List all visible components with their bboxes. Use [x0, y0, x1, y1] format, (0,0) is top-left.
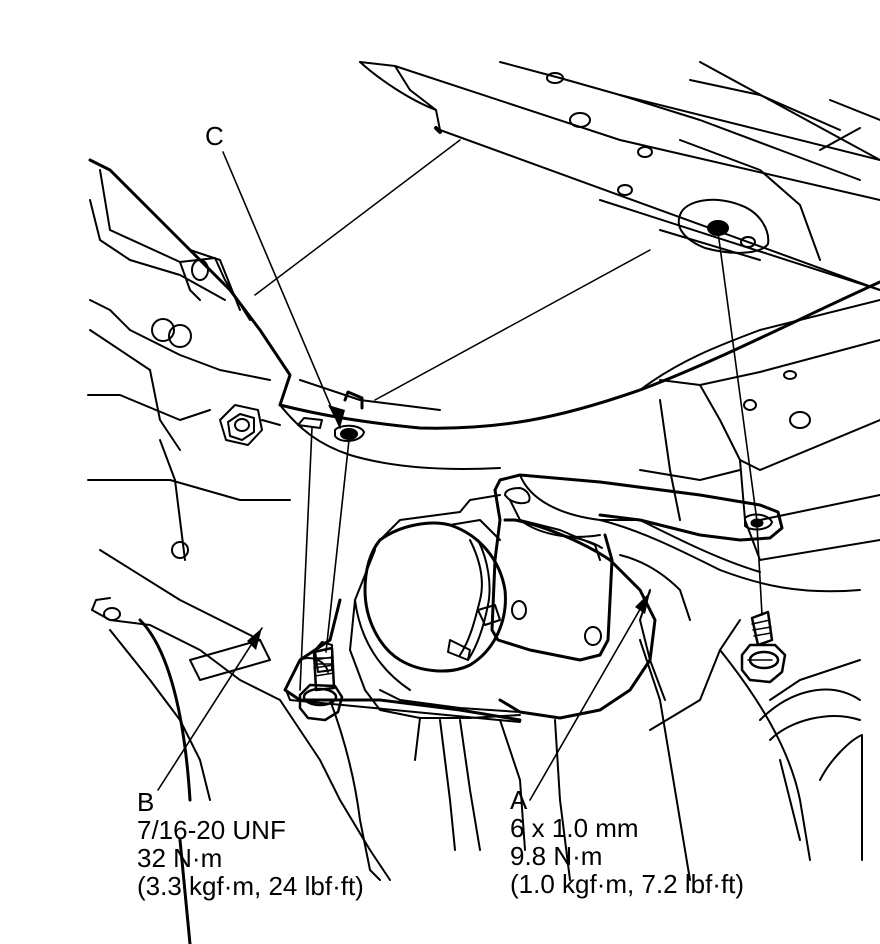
alignment-lines [299, 231, 763, 691]
callout-b-torque-alt: (3.3 kgf·m, 24 lbf·ft) [137, 871, 364, 901]
callout-b-spec: B 7/16-20 UNF 32 N·m (3.3 kgf·m, 24 lbf·… [137, 788, 364, 900]
crossmember [278, 280, 880, 561]
leader-arrowheads [247, 405, 650, 650]
callout-b-letter: B [137, 787, 155, 817]
motor-unit-icon [283, 494, 657, 723]
arrowhead-c [328, 405, 345, 428]
bracket-icon [490, 473, 861, 701]
leader-c [222, 151, 341, 429]
bolt-a-icon [740, 610, 787, 684]
arrowhead-b [247, 628, 262, 650]
callout-a-spec: A 6 x 1.0 mm 9.8 N·m (1.0 kgf·m, 7.2 lbf… [510, 786, 744, 898]
callout-a-torque-nm: 9.8 N·m [510, 841, 603, 871]
lower-structure [138, 618, 863, 944]
leader-b [157, 627, 263, 791]
callout-c-label: C [205, 121, 224, 151]
callout-b-size: 7/16-20 UNF [137, 815, 286, 845]
callout-b-torque-nm: 32 N·m [137, 843, 223, 873]
upper-left-bolt-icon [219, 404, 281, 446]
callout-a-torque-alt: (1.0 kgf·m, 7.2 lbf·ft) [510, 869, 745, 899]
leader-a [529, 591, 651, 801]
side-member [87, 158, 391, 881]
leader-lines [157, 151, 651, 801]
callout-a-size: 6 x 1.0 mm [510, 813, 639, 843]
mounting-holes [297, 417, 365, 442]
reference-lines [254, 139, 651, 401]
callout-a-letter: A [510, 785, 528, 815]
arrowhead-a [635, 592, 650, 614]
floor-panel [359, 61, 880, 291]
